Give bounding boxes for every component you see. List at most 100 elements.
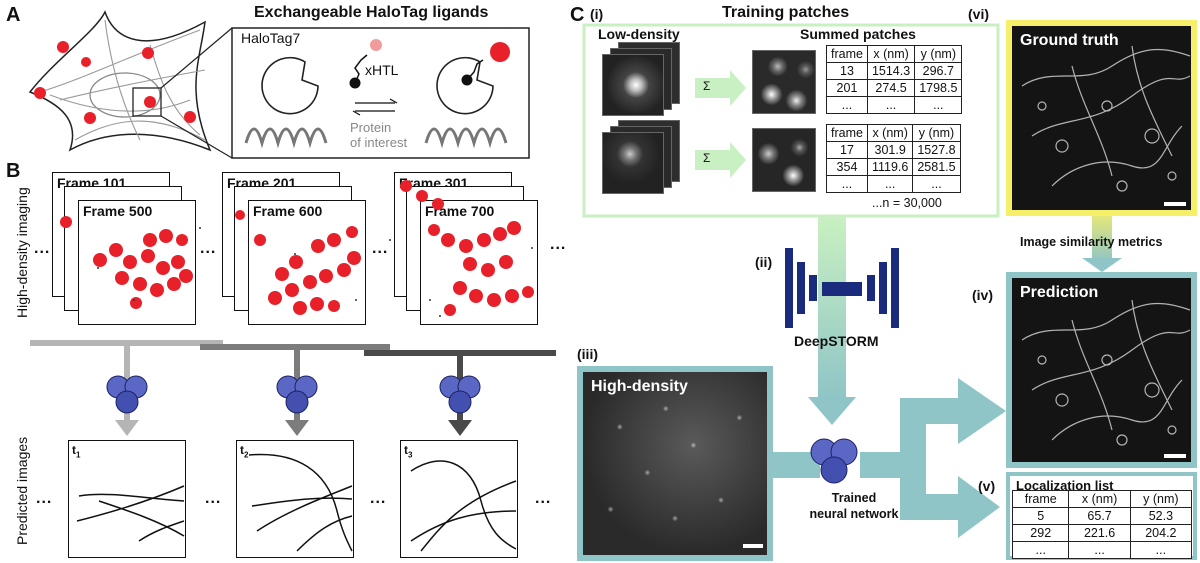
table-cell: ... [826, 96, 868, 114]
pred-label-sub: 3 [408, 450, 413, 460]
table-cell: ... [1129, 541, 1193, 559]
pred-label-base: t [240, 443, 244, 457]
table-row: 354 1119.6 2581.5 [826, 158, 961, 176]
n-samples-label: ...n = 30,000 [872, 196, 942, 210]
frame-label: Frame 500 [83, 203, 153, 219]
pred-label: t2 [240, 443, 248, 459]
pred-label: t3 [404, 443, 412, 459]
table-header: frame [826, 45, 868, 63]
marker-iv: (iv) [972, 287, 993, 303]
predicted-image-t3: t3 [400, 440, 518, 558]
table-cell: ... [912, 175, 961, 193]
ground-truth-title: Ground truth [1020, 32, 1119, 49]
table-cell: ... [866, 175, 914, 193]
table-header: y (nm) [914, 45, 963, 63]
emitter-dots-layer [30, 180, 556, 436]
table-header-row: frame x (nm) y (nm) [1011, 490, 1193, 508]
high-density-image: High-density [577, 366, 773, 561]
xhtl-label: xHTL [365, 62, 399, 78]
scale-bar [743, 544, 763, 548]
training-table-2: frame x (nm) y (nm) 17 301.9 1527.8 354 … [826, 124, 961, 193]
structure-texture [1021, 45, 1191, 192]
high-density-title: High-density [591, 378, 688, 395]
marker-vi: (vi) [968, 6, 989, 22]
frame-label: Frame 600 [253, 203, 323, 219]
ellipsis: ... [370, 490, 387, 507]
localization-table: frame x (nm) y (nm) 5 65.7 52.3 292 221.… [1011, 490, 1193, 559]
ellipsis: ... [205, 490, 222, 507]
table-cell: 1514.3 [866, 62, 916, 80]
table-cell: 52.3 [1129, 507, 1193, 525]
network-line-2: neural network [809, 507, 899, 521]
marker-v: (v) [978, 478, 996, 494]
table-row: 5 65.7 52.3 [1011, 507, 1193, 525]
table-header-row: frame x (nm) y (nm) [826, 124, 961, 142]
panel-a-title: Exchangeable HaloTag ligands [254, 4, 489, 21]
ellipsis: ... [34, 240, 51, 257]
table-cell: 1798.5 [914, 79, 963, 97]
frame-card-front: Frame 600 [248, 200, 366, 325]
ellipsis: ... [535, 490, 552, 507]
training-table-1: frame x (nm) y (nm) 13 1514.3 296.7 201 … [826, 45, 963, 114]
table-cell: 1119.6 [866, 158, 914, 176]
table-cell: ... [1011, 541, 1070, 559]
table-cell: 354 [826, 158, 868, 176]
structure-texture [1021, 299, 1191, 446]
cell-illustration [28, 10, 530, 159]
table-cell: 1527.8 [912, 141, 961, 159]
table-row: ... ... ... [826, 96, 963, 114]
table-header: x (nm) [866, 124, 914, 142]
panel-letter-c: C [570, 4, 585, 26]
similarity-label: Image similarity metrics [1020, 235, 1163, 249]
marker-ii: (ii) [755, 254, 773, 270]
table-row: 13 1514.3 296.7 [826, 62, 963, 80]
table-header-row: frame x (nm) y (nm) [826, 45, 963, 63]
table-header: y (nm) [1129, 490, 1193, 508]
frame-card-front: Frame 700 [420, 200, 538, 325]
table-cell: 5 [1011, 507, 1070, 525]
table-cell: 221.6 [1068, 524, 1131, 542]
low-density-patch [602, 132, 664, 194]
table-cell: 301.9 [866, 141, 914, 159]
protein-line-2: of interest [350, 135, 408, 150]
panel-letter-a: A [6, 4, 21, 26]
scale-bar [1164, 202, 1186, 206]
ellipsis: ... [550, 236, 567, 253]
network-line-1: Trained [831, 491, 877, 505]
table-cell: 204.2 [1129, 524, 1193, 542]
table-cell: 2581.5 [912, 158, 961, 176]
table-header: frame [1011, 490, 1070, 508]
marker-iii: (iii) [577, 346, 598, 362]
table-cell: ... [826, 175, 868, 193]
table-cell: ... [866, 96, 916, 114]
table-header: x (nm) [866, 45, 916, 63]
sum-symbol: Σ [703, 151, 711, 165]
low-density-patch [602, 54, 664, 116]
pred-label-sub: 2 [244, 450, 249, 460]
table-cell: ... [1068, 541, 1131, 559]
pred-label-base: t [72, 443, 76, 457]
halotag-label: HaloTag7 [241, 30, 301, 46]
table-row: ... ... ... [826, 175, 961, 193]
table-header: frame [826, 124, 868, 142]
training-title: Training patches [722, 4, 850, 21]
table-row: 17 301.9 1527.8 [826, 141, 961, 159]
table-row: 201 274.5 1798.5 [826, 79, 963, 97]
pred-label: t1 [72, 443, 80, 459]
table-cell: 292 [1011, 524, 1070, 542]
prediction-title: Prediction [1020, 284, 1099, 301]
table-row: ... ... ... [1011, 541, 1193, 559]
table-cell: 17 [826, 141, 868, 159]
table-cell: 65.7 [1068, 507, 1131, 525]
ellipsis: ... [372, 240, 389, 257]
predicted-lines [248, 453, 353, 552]
ellipsis: ... [200, 240, 217, 257]
table-cell: 13 [826, 62, 868, 80]
summed-label: Summed patches [800, 26, 916, 42]
protein-label: Protein of interest [350, 120, 407, 150]
table-header: y (nm) [912, 124, 961, 142]
table-row: 292 221.6 204.2 [1011, 524, 1193, 542]
table-header: x (nm) [1068, 490, 1131, 508]
table-cell: 296.7 [914, 62, 963, 80]
deepstorm-label: DeepSTORM [794, 333, 879, 349]
